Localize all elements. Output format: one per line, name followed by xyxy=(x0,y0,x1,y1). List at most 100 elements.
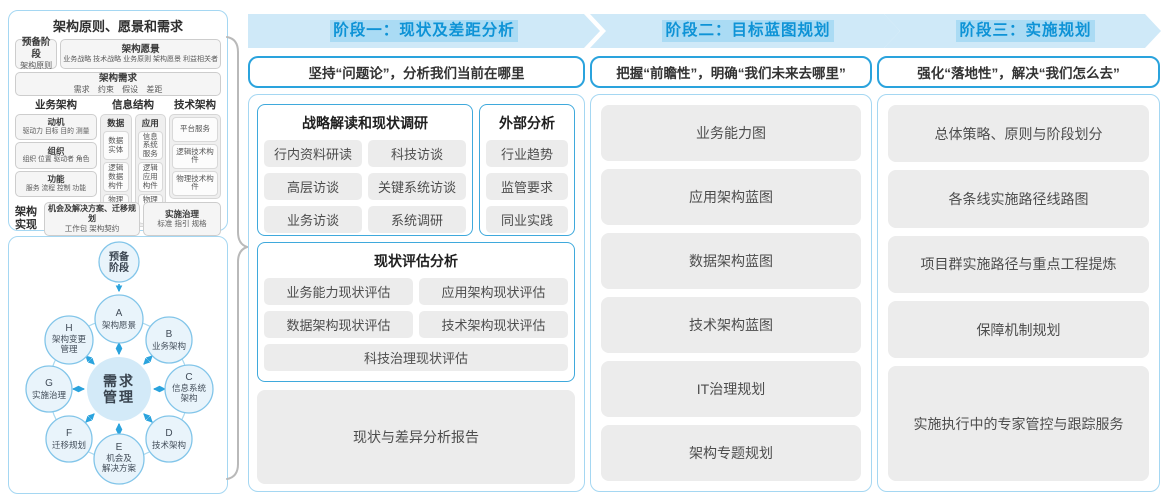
opportunities-migration-sub: 工作包 架构契约 xyxy=(64,224,120,233)
cycle-node-d: D 技术架构 xyxy=(145,415,193,463)
cycle-node-f: F 迁移规划 xyxy=(45,415,93,463)
svg-text:B: B xyxy=(166,329,173,340)
svg-text:预备: 预备 xyxy=(109,250,130,263)
logical-app-box: 逻辑应用构件 xyxy=(137,162,163,193)
external-item: 行业趋势 xyxy=(486,140,568,167)
technology-architecture-column: 技术架构 平台服务 逻辑技术构件 物理技术构件 xyxy=(169,99,221,199)
research-item: 系统调研 xyxy=(368,206,466,233)
research-item: 行内资料研读 xyxy=(264,140,362,167)
svg-text:D: D xyxy=(165,428,172,439)
data-subcolumn-title: 数据 xyxy=(107,117,125,128)
prep-phase-sub: 架构原则 xyxy=(20,60,53,70)
phase1-banner: 阶段一：现状及差距分析 xyxy=(248,14,600,48)
svg-text:架构愿景: 架构愿景 xyxy=(102,320,136,330)
svg-text:G: G xyxy=(45,378,53,389)
application-subcolumn-title: 应用 xyxy=(141,117,159,128)
phase3-banner: 阶段三：实施规划 xyxy=(884,14,1161,48)
implementation-governance-title: 实施治理 xyxy=(164,208,199,219)
implementation-governance-sub: 标准 指引 规格 xyxy=(157,219,207,229)
cycle-node-h: H 架构变更 管理 xyxy=(44,315,94,365)
svg-text:解决方案: 解决方案 xyxy=(102,463,137,473)
info-system-service-box: 信息系统服务 xyxy=(137,130,163,161)
external-item: 监管要求 xyxy=(486,173,568,200)
assessment-group: 现状评估分析 业务能力现状评估 应用架构现状评估 数据架构现状评估 技术架构现状… xyxy=(257,242,575,382)
deliverable-item: 技术架构蓝图 xyxy=(601,297,861,353)
cycle-node-g: G 实施治理 xyxy=(25,365,73,413)
research-item: 科技访谈 xyxy=(368,140,466,167)
svg-text:管理: 管理 xyxy=(103,389,135,405)
svg-text:实施治理: 实施治理 xyxy=(32,390,67,400)
svg-text:阶段: 阶段 xyxy=(109,261,129,274)
deliverable-item: IT治理规划 xyxy=(601,361,861,417)
framework-panel: 架构原则、愿景和需求 预备阶段 架构原则 架构愿景 业务战略 技术战略 业务原则… xyxy=(8,10,228,236)
deliverable-item: 保障机制规划 xyxy=(888,300,1149,359)
research-item: 高层访谈 xyxy=(264,173,362,200)
phase2-content: 业务能力图 应用架构蓝图 数据架构蓝图 技术架构蓝图 IT治理规划 架构专题规划 xyxy=(590,94,872,492)
phase2-subtitle: 把握“前瞻性”，明确“我们未来去哪里” xyxy=(590,56,872,88)
cycle-node-c: C 信息系统 架构 xyxy=(164,364,214,414)
phase3-banner-text: 阶段三：实施规划 xyxy=(956,20,1094,41)
research-items: 行内资料研读 科技访谈 高层访谈 关键系统访谈 业务访谈 系统调研 xyxy=(264,140,466,233)
svg-text:E: E xyxy=(116,442,123,453)
technology-architecture-title: 技术架构 xyxy=(174,99,216,111)
business-architecture-title: 业务架构 xyxy=(35,99,77,111)
svg-text:H: H xyxy=(65,323,72,334)
architecture-requirements-box: 架构需求 需求 约束 假设 差距 xyxy=(15,72,221,96)
phase1-banner-text: 阶段一：现状及差距分析 xyxy=(330,20,518,41)
phase2-banner-text: 阶段二：目标蓝图规划 xyxy=(662,20,833,41)
svg-text:C: C xyxy=(185,372,192,383)
external-analysis-title: 外部分析 xyxy=(499,115,555,131)
phase3-subtitle: 强化“落地性”，解决“我们怎么去” xyxy=(877,56,1160,88)
assessment-item: 应用架构现状评估 xyxy=(419,278,568,305)
architecture-domains-row: 业务架构 动机 驱动力 目标 目的 测量 组织 组织 位置 驱动者 角色 功能 … xyxy=(15,99,221,228)
phase1-content: 战略解读和现状调研 行内资料研读 科技访谈 高层访谈 关键系统访谈 业务访谈 系… xyxy=(248,94,585,492)
logical-data-box: 逻辑数据构件 xyxy=(103,162,129,193)
opportunities-migration-box: 机会及解决方案、迁移规划 工作包 架构契约 xyxy=(44,202,140,236)
architecture-vision-title: 架构愿景 xyxy=(121,43,160,55)
prep-phase-title: 预备阶段 xyxy=(21,36,51,60)
assessment-item: 业务能力现状评估 xyxy=(264,278,413,305)
assessment-item-wide: 科技治理现状评估 xyxy=(264,344,568,371)
technology-subcolumn: 平台服务 逻辑技术构件 物理技术构件 xyxy=(169,113,221,199)
assessment-items: 业务能力现状评估 应用架构现状评估 数据架构现状评估 技术架构现状评估 xyxy=(264,278,568,338)
assessment-item: 技术架构现状评估 xyxy=(419,311,568,338)
business-item-function: 功能 服务 流程 控制 功能 xyxy=(15,170,97,197)
svg-text:信息系统: 信息系统 xyxy=(172,383,207,393)
svg-text:业务架构: 业务架构 xyxy=(152,341,186,351)
assessment-group-title: 现状评估分析 xyxy=(374,253,458,269)
svg-text:A: A xyxy=(116,308,123,319)
deliverable-item: 架构专题规划 xyxy=(601,425,861,481)
deliverable-item: 总体策略、原则与阶段划分 xyxy=(888,105,1149,163)
adm-cycle-diagram: 预备 阶段 A 架构愿景 xyxy=(25,241,214,485)
logical-tech-box: 逻辑技术构件 xyxy=(172,143,218,169)
prep-phase-box: 预备阶段 架构原则 xyxy=(15,36,58,70)
cycle-panel: 预备 阶段 A 架构愿景 xyxy=(8,236,228,494)
phase3-items: 总体策略、原则与阶段划分 各条线实施路径线路图 项目群实施路径与重点工程提炼 保… xyxy=(878,95,1159,491)
framework-panel-title: 架构原则、愿景和需求 xyxy=(52,19,183,34)
architecture-requirements-sub: 需求 约束 假设 差距 xyxy=(73,84,163,94)
deliverable-item: 实施执行中的专家管控与跟踪服务 xyxy=(888,366,1149,481)
data-entity-box: 数据实体 xyxy=(103,130,129,161)
business-item-organization: 组织 组织 位置 驱动者 角色 xyxy=(15,142,97,169)
svg-text:管理: 管理 xyxy=(60,344,78,354)
deliverable-item: 应用架构蓝图 xyxy=(601,169,861,225)
deliverable-item: 项目群实施路径与重点工程提炼 xyxy=(888,235,1149,293)
architecture-vision-box: 架构愿景 业务战略 技术战略 业务原则 架构愿景 利益相关者 xyxy=(60,39,221,69)
external-analysis-group: 外部分析 行业趋势 监管要求 同业实践 xyxy=(479,104,575,236)
phase2-items: 业务能力图 应用架构蓝图 数据架构蓝图 技术架构蓝图 IT治理规划 架构专题规划 xyxy=(591,95,871,491)
research-group: 战略解读和现状调研 行内资料研读 科技访谈 高层访谈 关键系统访谈 业务访谈 系… xyxy=(257,104,473,236)
prep-phase-circle: 预备 阶段 xyxy=(98,241,140,283)
research-group-title: 战略解读和现状调研 xyxy=(302,115,428,131)
architecture-requirements-title: 架构需求 xyxy=(98,72,137,84)
external-analysis-items: 行业趋势 监管要求 同业实践 xyxy=(486,140,568,233)
phase1-subtitle: 坚持“问题论”，分析我们当前在哪里 xyxy=(248,56,585,88)
svg-text:F: F xyxy=(66,428,72,439)
architecture-vision-sub: 业务战略 技术战略 业务原则 架构愿景 利益相关者 xyxy=(63,56,218,64)
external-item: 同业实践 xyxy=(486,206,568,233)
phase2-banner: 阶段二：目标蓝图规划 xyxy=(590,14,900,48)
deliverable-item: 各条线实施路径线路图 xyxy=(888,170,1149,228)
svg-text:迁移规划: 迁移规划 xyxy=(52,440,86,450)
gap-analysis-report-box: 现状与差异分析报告 xyxy=(257,390,575,484)
svg-text:架构: 架构 xyxy=(180,393,197,403)
